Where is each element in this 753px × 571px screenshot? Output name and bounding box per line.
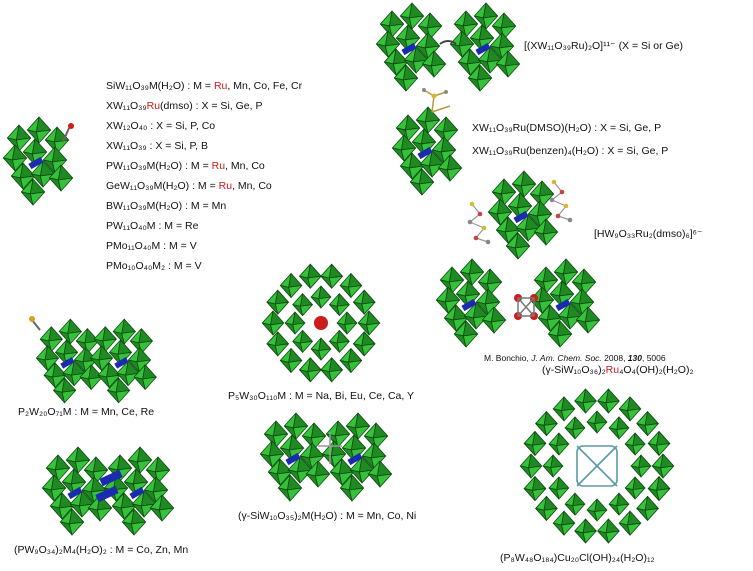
keggin-unit [391, 106, 463, 196]
dmso-ligand-right [549, 179, 573, 223]
formula-text: [(XW₁₁O₃₉Ru)₂O]¹¹⁻ [524, 40, 616, 52]
list-item: BW₁₁O₃₉M(H₂O) : M = Mn [106, 200, 227, 212]
left-unit [259, 412, 331, 502]
formula-condition: (X = Si or Ge) [618, 40, 684, 52]
cu20-formula: (P₈W₄₈O₁₈₄)Cu₂₀Cl(OH)₂₄(H₂O)₁₂ [500, 552, 655, 564]
p5w30-formula: P₅W₃₀O₁₁₀M : M = Na, Bi, Eu, Ce, Ca, Y [228, 390, 415, 402]
list-item: XW₁₂O₄₀ : X = Si, P, Co [106, 120, 216, 132]
right-keggin-unit [529, 258, 601, 348]
list-item: PMo₁₁O₄₀M : M = V [106, 240, 197, 252]
gamma-si-sandwich-structure [259, 412, 393, 502]
ru-dmso-formula: XW₁₁O₃₉Ru(DMSO)(H₂O) : X = Si, Ge, P [472, 122, 662, 134]
hw9-ru2-dmso-structure [467, 170, 573, 260]
ru4-core [514, 294, 538, 320]
hw9-ru2-formula: [HW₉O₃₃Ru₂(dmso)₆]⁶⁻ [594, 228, 703, 240]
p5w30-preyssler-structure [261, 263, 381, 383]
gamma-si-formula: (γ-SiW₁₀O₃₅)₂M(H₂O) : M = Mn, Co, Ni [238, 510, 417, 522]
keggin-unit [487, 170, 559, 260]
list-item: PW₁₁O₃₉M(H₂O) : M = Ru, Mn, Co [106, 160, 265, 172]
list-item: SiW₁₁O₃₉M(H₂O) : M = Ru, Mn, Co, Fe, Cr [106, 80, 303, 92]
citation: M. Bonchio, J. Am. Chem. Soc. 2008, 130,… [484, 353, 666, 363]
list-item: XW₁₁O₃₉Ru(dmso) : X = Si, Ge, P [106, 100, 263, 112]
p2w-formula: P₂W₂₀O₇₁M : M = Mn, Ce, Re [18, 406, 155, 418]
top-dimer-formula: [(XW₁₁O₃₉Ru)₂O]¹¹⁻ (X = Si or Ge) [524, 40, 683, 53]
list-item: PW₁₁O₄₀M : M = Re [106, 220, 199, 232]
left-keggin-unit [435, 258, 507, 348]
list-item: XW₁₁O₃₉ : X = Si, P, B [106, 140, 208, 152]
ru-benzen-formula: XW₁₁O₃₉Ru(benzen)₄(H₂O) : X = Si, Ge, P [472, 145, 669, 157]
list-item: GeW₁₁O₃₉M(H₂O) : M = Ru, Mn, Co [106, 180, 272, 192]
ru-dmso-keggin-structure [391, 88, 463, 196]
left-formula-list: SiW₁₁O₃₉M(H₂O) : M = Ru, Mn, Co, Fe, Cr … [106, 80, 302, 280]
preyssler-wheel [261, 263, 381, 383]
central-cation [314, 316, 328, 330]
keggin-dimer-top-structure [375, 2, 521, 92]
left-unit [41, 446, 113, 536]
right-keggin-unit [449, 2, 521, 92]
right-unit [321, 412, 393, 502]
p2w-sandwich-left-structure [29, 316, 157, 404]
gamma-ru4-formula: (γ-SiW₁₀O₃₆)₂Ru₄O₄(OH)₂(H₂O)₂ [542, 364, 694, 376]
list-item: PMo₁₀O₄₀M₂ : M = V [106, 260, 202, 272]
left-unit [36, 318, 103, 404]
gamma-siw10-ru4-structure [435, 258, 601, 348]
p8w48-wheel [519, 388, 675, 544]
cu20-cluster [576, 445, 618, 487]
cu20-wheel-structure [519, 388, 675, 544]
ru-keggin-left-structure [2, 116, 74, 206]
keggin-unit [2, 116, 74, 206]
pw9-formula: (PW₉O₃₄)₂M₄(H₂O)₂ : M = Co, Zn, Mn [14, 544, 189, 556]
left-keggin-unit [375, 2, 447, 92]
pw9-m4-sandwich-structure [41, 446, 175, 536]
dmso-ligand-left [467, 201, 491, 245]
right-unit [90, 318, 157, 404]
